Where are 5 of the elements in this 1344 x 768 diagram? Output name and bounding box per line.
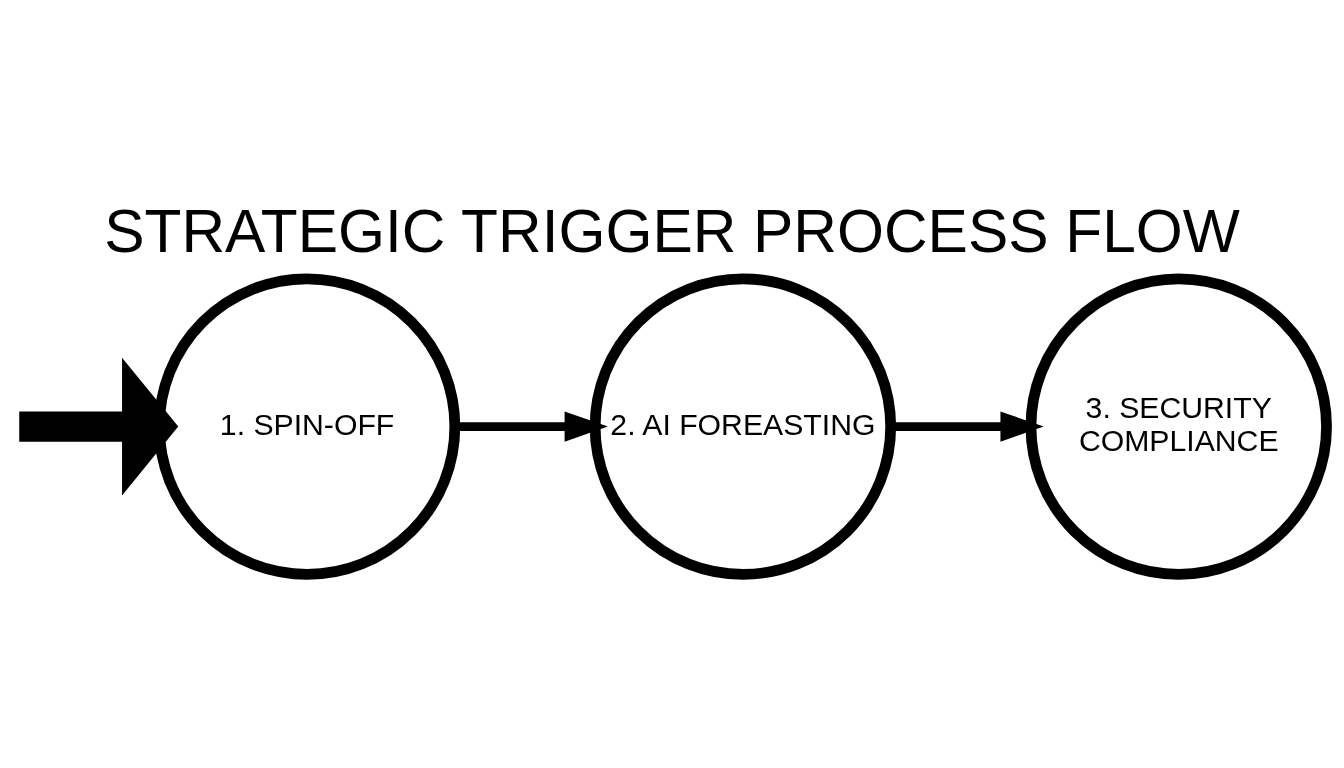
node-circle: 2. AI FOREASTING <box>589 272 897 580</box>
diagram-title: STRATEGIC TRIGGER PROCESS FLOW <box>104 196 1240 265</box>
arrow <box>19 357 179 495</box>
node-circle: 3. SECURITY COMPLIANCE <box>1025 272 1332 580</box>
node-circle: 1. SPIN-OFF <box>153 272 461 580</box>
